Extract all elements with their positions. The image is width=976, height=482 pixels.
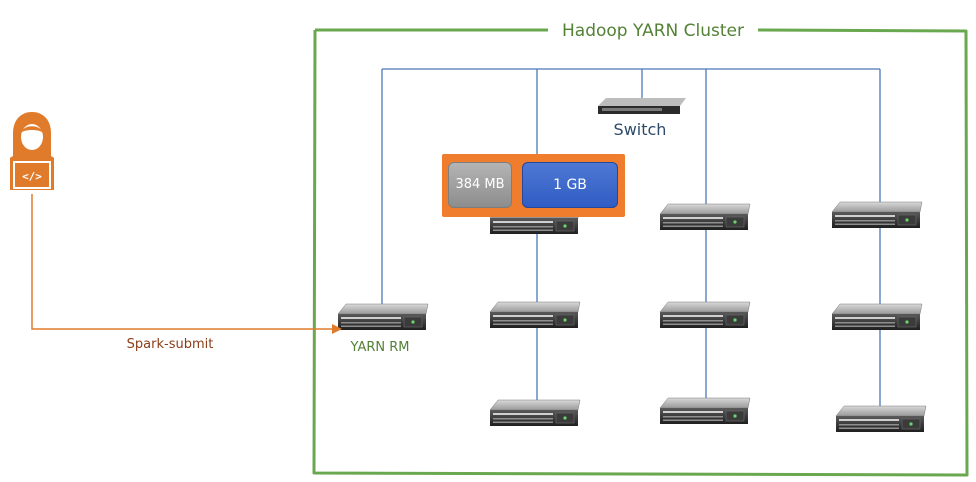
executor-memory-block: 1 GB [522,162,618,208]
yarn-rm-server-icon [337,303,429,331]
worker-server-icon [489,301,581,329]
switch-device-icon [598,98,686,114]
developer-laptop-icon: </> [10,112,54,190]
svg-text:</>: </> [22,170,42,183]
worker-server-icon [659,397,751,425]
worker-server-icon [835,405,927,433]
cluster-title: Hadoop YARN Cluster [548,18,758,44]
memory-overhead-block: 384 MB [448,162,512,208]
worker-server-icon [831,303,923,331]
network-links [381,68,881,414]
worker-server-icon [659,301,751,329]
worker-server-icon [659,203,751,231]
spark-submit-arrow [31,194,342,334]
container-memory-box: 384 MB 1 GB [442,154,625,217]
worker-server-icon [489,399,581,427]
worker-server-icon [831,201,923,229]
switch-label: Switch [613,120,667,139]
yarn-rm-label: YARN RM [350,340,410,355]
cluster-border [312,28,969,477]
spark-submit-label: Spark-submit [126,337,214,352]
